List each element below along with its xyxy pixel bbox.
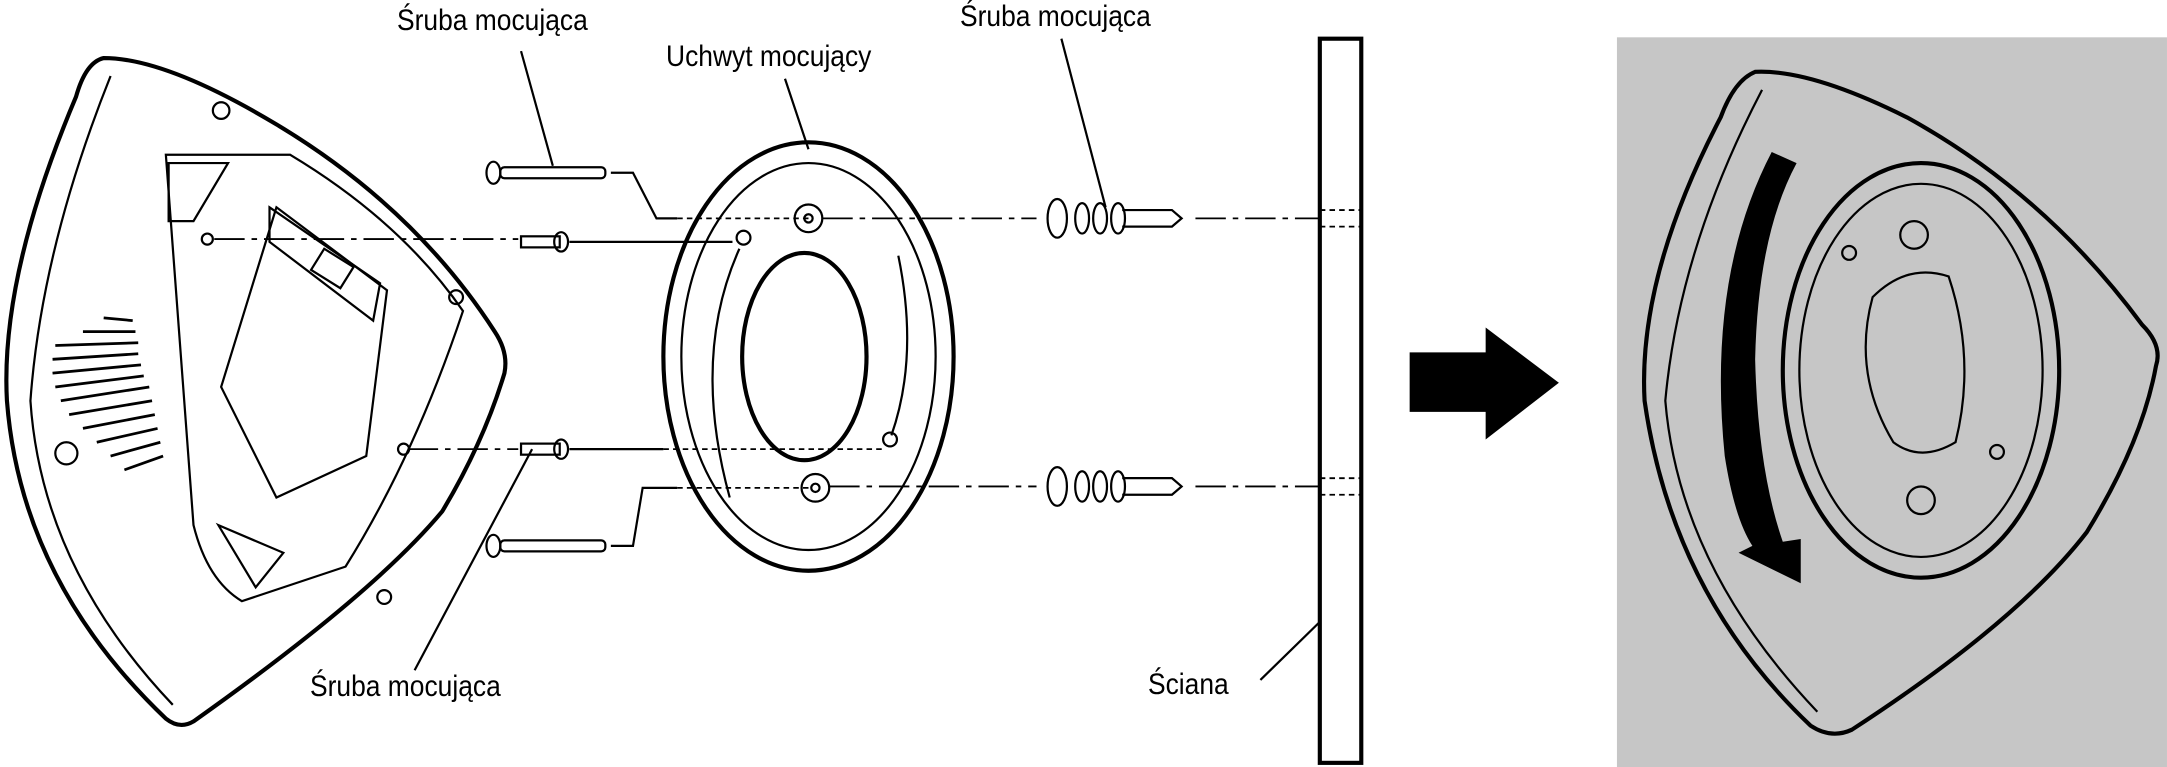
wall-anchor-top: [1046, 197, 1184, 239]
label-screw-top-left: Śruba mocująca: [397, 4, 588, 37]
short-screw-bottom: [519, 438, 570, 460]
long-screw-bottom: [485, 533, 607, 559]
label-screw-bottom: Śruba mocująca: [310, 670, 501, 703]
long-screw-top: [485, 160, 607, 185]
result-panel-background: [1616, 37, 2167, 767]
label-bracket: Uchwyt mocujący: [666, 40, 872, 73]
rotation-arrow-icon: [1720, 152, 1801, 584]
mounted-access-point: [1642, 69, 2160, 736]
mounting-bracket: [661, 140, 956, 573]
next-step-arrow: [1409, 327, 1559, 440]
short-screw-top: [519, 231, 570, 253]
access-point-device: [4, 55, 508, 727]
wall: [1317, 36, 1364, 765]
alignment-lines: [214, 171, 1320, 547]
label-screw-top-right: Śruba mocująca: [960, 0, 1151, 33]
label-wall: Ściana: [1148, 668, 1229, 701]
wall-anchor-bottom: [1046, 466, 1184, 507]
